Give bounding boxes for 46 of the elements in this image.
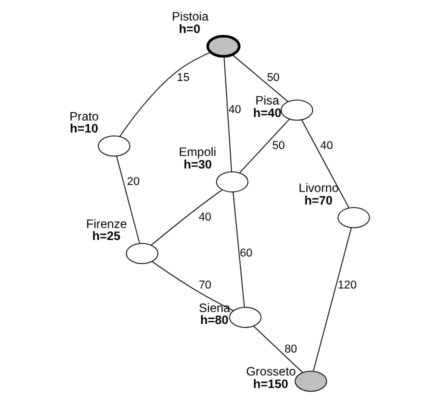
edge-label: 80 xyxy=(284,343,298,356)
connector xyxy=(232,54,288,102)
edge-label: 120 xyxy=(338,279,357,292)
node-label: Pisa xyxy=(255,94,280,108)
node-label: h=40 xyxy=(253,106,282,120)
connector xyxy=(119,52,212,137)
node-label: h=150 xyxy=(253,376,288,391)
connector xyxy=(116,156,140,244)
connector xyxy=(239,118,290,174)
connector xyxy=(224,56,232,172)
node-label: h=0 xyxy=(178,22,200,36)
node-ellipse xyxy=(229,306,262,328)
edge-label: 50 xyxy=(272,140,285,152)
edge-label: 50 xyxy=(266,72,280,84)
edge-label: 15 xyxy=(176,72,190,84)
node-label: h=30 xyxy=(184,157,212,172)
node-label: Grosseto xyxy=(246,364,296,379)
node-label: Prato xyxy=(70,109,99,124)
connector xyxy=(301,120,350,208)
node-label: Firenze xyxy=(86,216,127,231)
node-label: Empoli xyxy=(178,145,216,160)
edge-label: 60 xyxy=(240,248,252,260)
edge-label: 40 xyxy=(228,104,242,116)
node-ellipse xyxy=(338,207,370,228)
connector xyxy=(150,189,223,246)
node-label: h=70 xyxy=(304,193,333,208)
node-label: h=10 xyxy=(70,122,98,136)
connector xyxy=(232,191,245,308)
edge-label: 70 xyxy=(198,279,212,292)
node-label: Livorno xyxy=(298,181,339,196)
edge-label: 20 xyxy=(127,176,140,188)
node-ellipse xyxy=(126,243,158,264)
edge-label: 40 xyxy=(198,212,212,224)
edge-label: 40 xyxy=(320,140,333,152)
connector xyxy=(312,227,352,372)
node-ellipse xyxy=(216,171,248,192)
connector xyxy=(253,326,303,373)
connector xyxy=(152,261,234,312)
node-ellipse xyxy=(206,34,240,58)
node-ellipse xyxy=(98,135,130,156)
node-label: h=25 xyxy=(92,229,120,244)
node-ellipse xyxy=(280,100,314,121)
node-label: Pistoia xyxy=(172,10,209,24)
node-label: Siena xyxy=(198,300,230,315)
node-ellipse xyxy=(294,370,328,392)
node-label: h=80 xyxy=(200,313,228,328)
